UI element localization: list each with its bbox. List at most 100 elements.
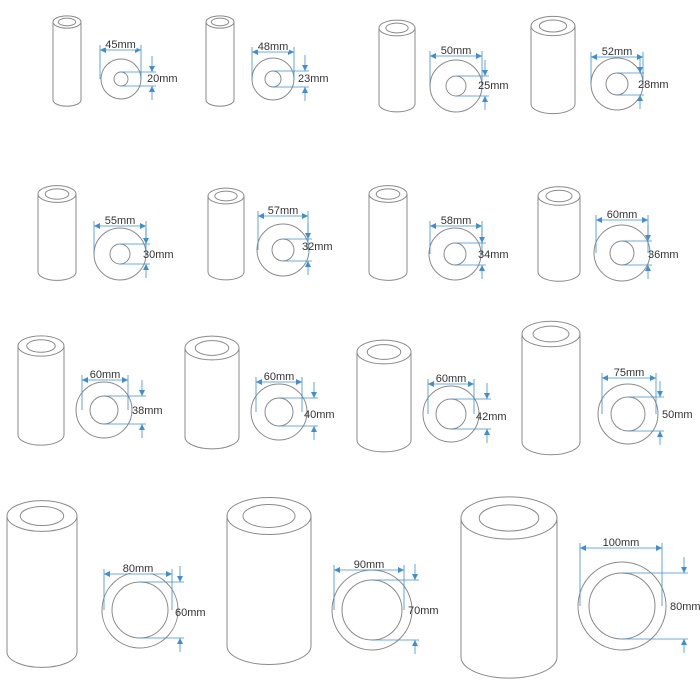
arrowhead-icon bbox=[143, 264, 149, 270]
arrowhead-icon bbox=[430, 223, 436, 229]
inner-diameter-dimension: 70mm bbox=[372, 564, 439, 654]
arrowhead-icon bbox=[143, 238, 149, 244]
inner-diameter-dimension: 30mm bbox=[120, 228, 174, 278]
ring-inner bbox=[605, 72, 629, 96]
inner-diameter-dimension: 25mm bbox=[456, 60, 509, 110]
spacer-cylinder bbox=[378, 19, 416, 113]
spacer-cylinder bbox=[207, 187, 245, 281]
spacer-ring bbox=[101, 571, 179, 649]
arrowhead-icon bbox=[122, 377, 128, 383]
inner-diameter-label: 38mm bbox=[132, 405, 163, 417]
ring-inner bbox=[89, 395, 119, 425]
inner-diameter-dimension: 60mm bbox=[140, 566, 206, 652]
outer-diameter-dimension: 75mm bbox=[601, 366, 657, 414]
outer-diameter-label: 60mm bbox=[90, 369, 121, 381]
inner-diameter-dimension: 20mm bbox=[121, 56, 178, 100]
outer-diameter-dimension: 58mm bbox=[429, 214, 483, 254]
cylinder-body bbox=[368, 194, 408, 281]
arrowhead-icon bbox=[334, 567, 340, 573]
arrowhead-icon bbox=[135, 47, 141, 53]
cylinder-body bbox=[37, 194, 77, 281]
arrowhead-icon bbox=[302, 87, 308, 93]
arrowhead-icon bbox=[637, 67, 643, 73]
spacer-item: 50mm 25mm bbox=[378, 19, 509, 113]
inner-diameter-label: 23mm bbox=[298, 73, 329, 85]
cylinder-top-inner bbox=[532, 325, 570, 343]
inner-diameter-dimension: 28mm bbox=[617, 57, 669, 109]
arrowhead-icon bbox=[580, 545, 586, 551]
arrowhead-icon bbox=[305, 233, 311, 239]
arrowhead-icon bbox=[656, 545, 662, 551]
spacer-cylinder bbox=[530, 15, 576, 115]
spacer-ring bbox=[331, 569, 413, 651]
cylinder-body bbox=[226, 516, 312, 665]
inner-diameter-label: 70mm bbox=[408, 605, 439, 617]
inner-diameter-label: 60mm bbox=[175, 607, 206, 619]
arrowhead-icon bbox=[104, 571, 110, 577]
arrowhead-icon bbox=[82, 377, 88, 383]
arrowhead-icon bbox=[482, 70, 488, 76]
outer-diameter-label: 50mm bbox=[441, 45, 472, 57]
ring-inner bbox=[271, 238, 295, 262]
outer-diameter-dimension: 100mm bbox=[579, 536, 663, 606]
inner-diameter-label: 42mm bbox=[476, 411, 507, 423]
cylinder-top-inner bbox=[26, 339, 56, 353]
outer-diameter-dimension: 60mm bbox=[255, 370, 303, 412]
arrowhead-icon bbox=[468, 381, 474, 387]
arrowhead-icon bbox=[412, 640, 418, 646]
spacer-cylinder bbox=[6, 500, 78, 668]
spacer-ring bbox=[93, 227, 147, 281]
arrowhead-icon bbox=[139, 424, 145, 430]
cylinder-body bbox=[378, 28, 416, 113]
cylinder-body bbox=[537, 196, 581, 282]
spacer-ring bbox=[75, 381, 133, 439]
outer-diameter-label: 58mm bbox=[441, 215, 472, 227]
inner-diameter-label: 28mm bbox=[638, 79, 669, 91]
cylinder-top-inner bbox=[478, 504, 540, 532]
outer-diameter-label: 100mm bbox=[603, 537, 640, 549]
cylinder-body bbox=[530, 26, 576, 115]
spacer-ring bbox=[429, 59, 483, 113]
ring-inner bbox=[435, 398, 467, 430]
cylinder-top-inner bbox=[366, 344, 402, 360]
arrowhead-icon bbox=[177, 576, 183, 582]
ring-inner bbox=[264, 397, 294, 427]
arrowhead-icon bbox=[302, 65, 308, 71]
spacer-ring bbox=[422, 385, 480, 443]
spacer-ring bbox=[597, 383, 659, 445]
cylinder-top-inner bbox=[194, 340, 230, 356]
cylinder-body bbox=[52, 22, 82, 107]
arrowhead-icon bbox=[642, 217, 648, 223]
spacer-cylinder bbox=[205, 15, 235, 107]
outer-diameter-dimension: 50mm bbox=[429, 44, 483, 86]
outer-diameter-dimension: 45mm bbox=[99, 38, 142, 79]
cylinder-top-inner bbox=[19, 505, 65, 527]
outer-diameter-label: 52mm bbox=[602, 46, 633, 58]
arrowhead-icon bbox=[288, 49, 294, 55]
spacer-ring bbox=[593, 224, 651, 282]
cylinder-top-inner bbox=[210, 17, 230, 27]
arrowhead-icon bbox=[398, 567, 404, 573]
spacer-item: 45mm 20mm bbox=[52, 15, 178, 107]
cylinder-body bbox=[207, 196, 245, 281]
cylinder-body bbox=[460, 518, 558, 679]
arrowhead-icon bbox=[311, 426, 317, 432]
outer-diameter-label: 45mm bbox=[105, 39, 136, 51]
arrowhead-icon bbox=[412, 574, 418, 580]
inner-diameter-label: 20mm bbox=[147, 73, 178, 85]
spacer-cylinder bbox=[521, 320, 581, 456]
inner-diameter-label: 80mm bbox=[670, 601, 700, 613]
arrowhead-icon bbox=[657, 391, 663, 397]
outer-diameter-dimension: 57mm bbox=[257, 204, 309, 250]
arrowhead-icon bbox=[140, 223, 146, 229]
inner-diameter-label: 40mm bbox=[304, 409, 335, 421]
outer-diameter-label: 48mm bbox=[258, 41, 289, 53]
cylinder-top-inner bbox=[44, 188, 70, 200]
arrowhead-icon bbox=[645, 265, 651, 271]
inner-diameter-dimension: 38mm bbox=[104, 380, 163, 438]
inner-diameter-label: 34mm bbox=[478, 249, 509, 261]
